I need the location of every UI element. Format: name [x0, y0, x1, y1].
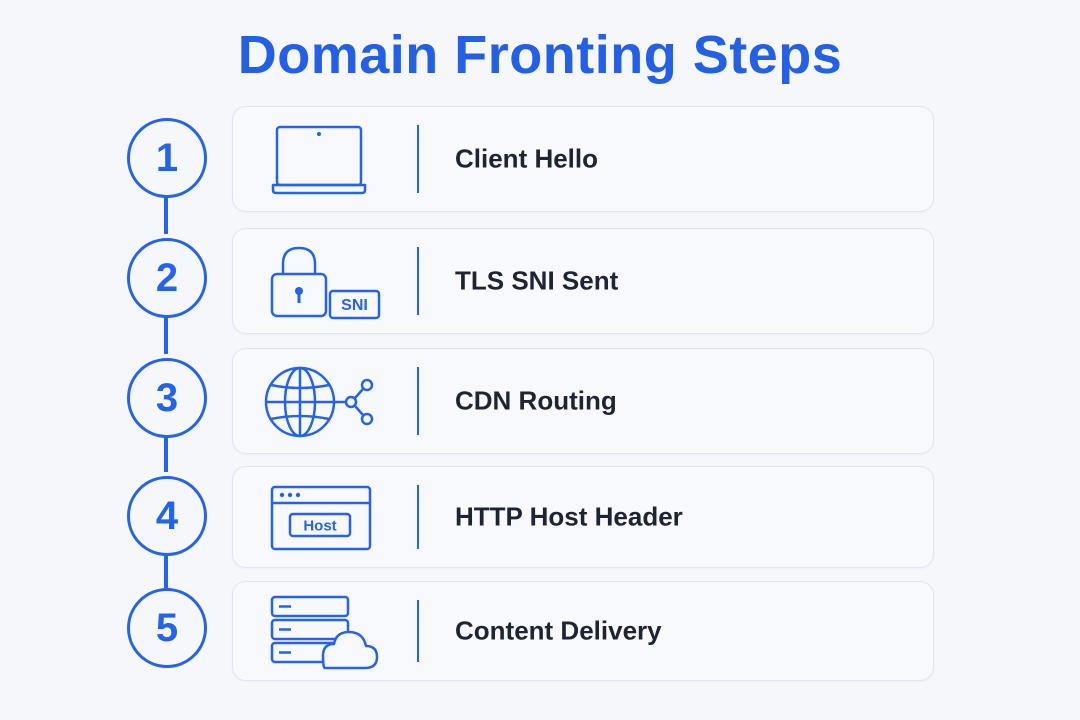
connector-line [164, 436, 168, 472]
step-card-2: SNI TLS SNI Sent [232, 228, 934, 334]
connector-line [164, 316, 168, 354]
padlock-sni-icon: SNI [263, 236, 383, 326]
server-cloud-icon [263, 586, 383, 676]
icon-sni-text: SNI [341, 297, 368, 314]
connector-line [164, 554, 168, 588]
card-separator [417, 600, 419, 662]
step-card-4: Host HTTP Host Header [232, 466, 934, 568]
step-number-1: 1 [127, 118, 207, 198]
laptop-icon [263, 114, 383, 204]
step-number-5: 5 [127, 588, 207, 668]
step-card-5: Content Delivery [232, 581, 934, 681]
step-number-3: 3 [127, 358, 207, 438]
step-label-3: CDN Routing [455, 385, 617, 416]
card-separator [417, 247, 419, 315]
browser-window-host-icon: Host [263, 472, 383, 562]
globe-network-icon [263, 356, 383, 446]
step-label-1: Client Hello [455, 143, 599, 174]
icon-host-text: Host [303, 518, 336, 535]
step-card-3: CDN Routing [232, 348, 934, 454]
step-label-5: Content Delivery [455, 615, 662, 646]
card-separator [417, 485, 419, 549]
connector-line [164, 196, 168, 234]
step-number-2: 2 [127, 238, 207, 318]
card-separator [417, 367, 419, 435]
page-title: Domain Fronting Steps [237, 25, 843, 85]
step-label-2: TLS SNI Sent [455, 265, 619, 296]
step-label-4: HTTP Host Header [455, 501, 683, 532]
card-separator [417, 125, 419, 193]
step-card-1: Client Hello [232, 106, 934, 212]
step-number-4: 4 [127, 476, 207, 556]
